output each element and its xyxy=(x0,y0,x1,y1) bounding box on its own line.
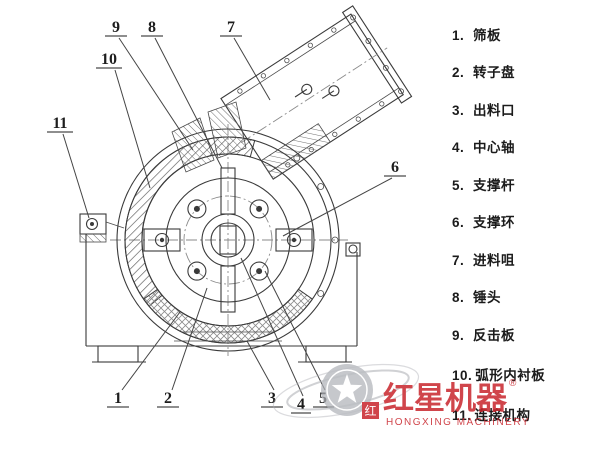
callout-9: 9 xyxy=(112,19,120,36)
callout-10: 10 xyxy=(101,51,117,68)
callout-3: 3 xyxy=(268,390,276,407)
foot-left xyxy=(97,345,139,363)
legend-label: 中心轴 xyxy=(473,140,515,155)
legend-label: 连接机构 xyxy=(474,408,531,423)
legend-label: 支撑杆 xyxy=(473,178,515,193)
hammer-right xyxy=(275,228,313,252)
star-icon xyxy=(331,374,363,403)
callout-1: 1 xyxy=(114,390,122,407)
rotor-assembly xyxy=(143,167,313,313)
parts-legend: 1. 筛板 2. 转子盘 3. 出料口 4. 中心轴 5. 支撑杆 6. 支撑环 7. 进料咀… xyxy=(452,0,598,450)
legend-label: 转子盘 xyxy=(473,65,515,80)
legend-number: 3. xyxy=(452,103,465,118)
feed-inlet-chute xyxy=(220,5,413,180)
screen-plate xyxy=(142,288,314,344)
legend-label: 出料口 xyxy=(473,103,515,118)
base-frame xyxy=(85,234,358,363)
callout-numbers: 9 8 7 10 11 6 1 2 3 4 5 xyxy=(47,19,406,414)
legend-label: 反击板 xyxy=(473,328,515,343)
legend-item-3: 3. 出料口 xyxy=(452,99,515,119)
legend-label: 支撑环 xyxy=(473,215,515,230)
support-rod-top xyxy=(220,167,236,215)
watermark-logo: 红 红星机器 ® HONGXING MACHINERY xyxy=(272,363,530,428)
legend-number: 10. xyxy=(452,368,473,383)
support-rod-bottom xyxy=(220,265,236,313)
chute-liner-hatch xyxy=(260,123,331,180)
legend-item-11: 11.连接机构 xyxy=(452,404,531,424)
legend-number: 8. xyxy=(452,290,465,305)
legend-number: 6. xyxy=(452,215,465,230)
legend-number: 4. xyxy=(452,140,465,155)
brand-name-cn: 红星机器 xyxy=(383,381,508,416)
callout-4: 4 xyxy=(297,396,305,413)
legend-number: 2. xyxy=(452,65,465,80)
legend-item-9: 9. 反击板 xyxy=(452,324,515,344)
legend-item-1: 1. 筛板 xyxy=(452,24,501,44)
legend-item-5: 5. 支撑杆 xyxy=(452,174,515,194)
connection-bracket xyxy=(79,213,361,257)
legend-item-10: 10.弧形内衬板 xyxy=(452,364,545,384)
legend-number: 7. xyxy=(452,253,465,268)
callout-8: 8 xyxy=(148,19,156,36)
seal-char: 红 xyxy=(364,403,376,418)
legend-item-8: 8. 锤头 xyxy=(452,286,501,306)
callout-7: 7 xyxy=(227,19,235,36)
chute-bolt-symbols xyxy=(294,83,340,99)
legend-label: 锤头 xyxy=(473,290,501,305)
callout-2: 2 xyxy=(164,390,172,407)
foot-right xyxy=(305,345,347,363)
legend-number: 9. xyxy=(452,328,465,343)
legend-item-2: 2. 转子盘 xyxy=(452,61,515,81)
legend-item-7: 7. 进料咀 xyxy=(452,249,515,269)
center-lines xyxy=(110,124,348,356)
legend-label: 筛板 xyxy=(473,28,501,43)
legend-label: 进料咀 xyxy=(473,253,515,268)
leader-lines xyxy=(62,37,393,397)
impact-plates xyxy=(171,101,247,173)
arc-lining-plate xyxy=(124,136,256,307)
red-seal xyxy=(362,402,379,419)
callout-6: 6 xyxy=(391,159,399,176)
brand-name-en: HONGXING MACHINERY xyxy=(386,417,530,428)
legend-number: 11. xyxy=(452,408,472,423)
legend-number: 5. xyxy=(452,178,465,193)
registered-mark: ® xyxy=(509,378,517,389)
center-shaft xyxy=(219,225,237,255)
legend-number: 1. xyxy=(452,28,465,43)
legend-item-6: 6. 支撑环 xyxy=(452,211,515,231)
legend-item-4: 4. 中心轴 xyxy=(452,136,515,156)
callout-11: 11 xyxy=(52,115,67,132)
hammer-left xyxy=(143,228,181,252)
legend-label: 弧形内衬板 xyxy=(475,368,546,383)
